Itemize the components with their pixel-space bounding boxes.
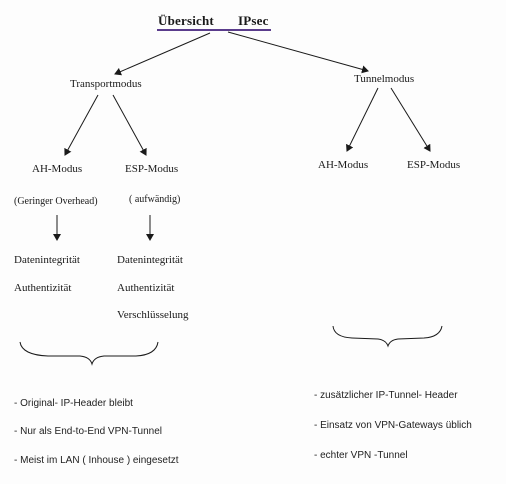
brace-tunnel [332,325,443,348]
brace-transport [19,341,159,366]
transport-ah-label: AH-Modus [32,163,83,175]
tunnel-summary-item: - zusätzlicher IP-Tunnel- Header [314,390,458,401]
arrow-transport-to-ah [64,94,99,156]
title-overview: Übersicht [158,13,214,28]
arrow-transport-to-esp [112,94,147,156]
esp-feature-item: Authentizität [117,282,175,294]
arrow-title-to-tunnel [227,31,369,74]
page-title: Übersicht IPsec [158,13,269,29]
transport-summary-item: - Meist im LAN ( Inhouse ) eingesetzt [14,455,179,466]
tunnel-esp-label: ESP-Modus [407,159,461,171]
tunnel-summary-item: - echter VPN -Tunnel [314,450,408,461]
arrow-tunnel-to-esp [390,87,431,152]
title-underline [157,29,271,31]
ah-feature-item: Authentizität [14,282,72,294]
transport-summary-item: - Original- IP-Header bleibt [14,398,133,409]
title-ipsec: IPsec [237,13,269,28]
arrow-tunnel-to-ah [346,87,379,152]
transport-esp-note: ( aufwändig) [129,194,181,205]
transport-esp-label: ESP-Modus [125,163,179,175]
tunnel-summary-item: - Einsatz von VPN-Gateways üblich [314,420,472,431]
transport-ah-note: (Geringer Overhead) [14,196,98,207]
esp-feature-item: Verschlüsselung [117,309,189,321]
esp-feature-item: Datenintegrität [117,254,183,266]
arrow-title-to-transport [114,32,211,76]
transport-mode-label: Transportmodus [70,78,142,90]
tunnel-ah-label: AH-Modus [318,159,369,171]
ah-feature-item: Datenintegrität [14,254,80,266]
tunnel-mode-label: Tunnelmodus [354,73,415,85]
transport-summary-item: - Nur als End-to-End VPN-Tunnel [14,426,163,437]
